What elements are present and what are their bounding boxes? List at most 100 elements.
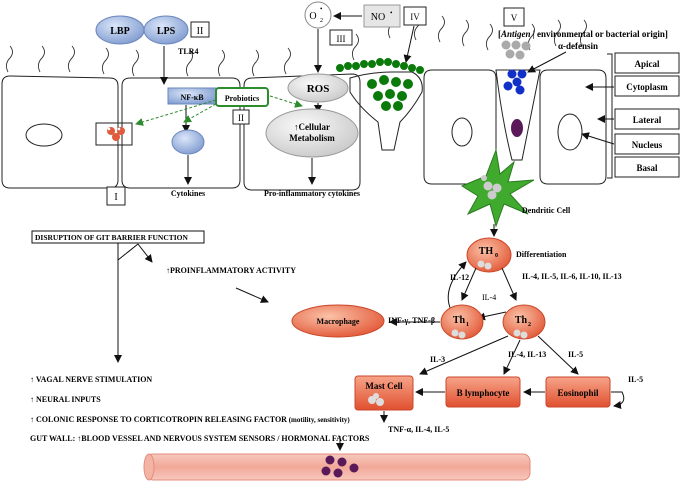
ros-label: ROS [307,83,330,95]
antigen-label: [Antigen | environmental or bacterial or… [498,29,668,39]
box-ii-mid [232,109,250,125]
epithelial-cell-2 [121,77,241,189]
nfkb-nucleus [171,129,205,155]
nitric-oxide-radical: • [390,9,393,17]
lbp-label: LBP [110,26,129,37]
th0-subscript: 0 [495,253,498,259]
blood-cell [321,466,331,476]
gut-wall-label: GUT WALL: ↑BLOOD VESSEL AND NERVOUS SYST… [30,434,370,443]
box-iii [329,29,353,46]
cellular-metabolism-line1: ↑Cellular [294,122,330,132]
nfkb-label: NF-κB [180,93,204,102]
region-label-cytoplasm: Cytoplasm [626,82,668,92]
th2-label: Th [515,315,528,326]
cytokines-label: Cytokines [171,189,205,198]
blood-vessel [143,453,531,481]
inf-tnf-label: INF-γ, TNF-β [388,316,435,325]
dendritic-cell-label: Dendritic Cell [522,206,571,215]
macrophage-label: Macrophage [317,317,360,326]
paneth-cell [495,69,541,161]
tlr4-pathway: LBP LPS II TLR4 NF-κB Cytokines Probioti… [95,15,303,206]
il5-loop-label: IL-5 [628,375,643,384]
nitric-oxide-label: NO [371,12,385,23]
th1-label: Th [453,315,466,326]
epithelial-cell-4 [423,69,497,185]
pro-inflammatory-cytokines-label: Pro-inflammatory cytokines [264,189,360,198]
region-label-apical: Apical [634,59,660,69]
region-label-lateral: Lateral [633,115,662,125]
region-label-nucleus: Nucleus [632,140,663,150]
box-iii-label: III [337,34,346,44]
mast-output-label: TNF-α, IL-4, IL-5 [388,425,449,434]
probiotic-particle [112,133,120,141]
alpha-defensin-label: α-defensin [558,41,598,51]
box-ii-top-label: II [197,26,204,37]
box-ii-top [190,21,210,38]
il-list-label: IL-4, IL-5, IL-6, IL-10, IL-13 [522,272,622,281]
blood-cell [333,468,343,478]
alpha-defensin-granules [503,69,527,95]
blood-cell [325,455,335,465]
tight-junction-box [95,122,133,146]
region-box-basal [614,156,680,178]
macrophage-cell [291,304,385,338]
box-v-label: V [511,13,518,23]
box-iv-label: IV [410,12,420,22]
epithelial-cell-1 [1,75,119,189]
il5-right-label: IL-5 [568,350,583,359]
superoxide-subscript: 2 [320,18,323,24]
il3-label: IL-3 [430,355,445,364]
box-i-label: I [114,192,117,203]
goblet-cell [349,71,423,151]
cellular-metabolism-line2: Metabolism [289,133,335,143]
epithelium-layer [1,11,607,191]
ros-pathway: O 2 • NO • III ROS ↑Cellular Metabolism … [264,1,401,198]
epithelial-cell-6 [539,69,607,185]
probiotics-box [215,87,269,107]
epithelial-nucleus-1 [25,123,63,147]
th2-subscript: 2 [528,322,531,328]
superoxide-label: O [309,11,316,22]
region-box-apical [614,52,680,74]
eosinophil-label: Eosinophil [557,388,599,398]
epithelial-nucleus-4 [451,117,473,147]
superoxide-circle [304,1,332,29]
colonic-label: ↑ COLONIC RESPONSE TO CORTICOTROPIN RELE… [30,415,350,424]
region-box-lateral [614,108,680,130]
lps-receptor [143,15,189,45]
region-bracket [607,53,613,179]
differentiation-label: Differentiation [516,250,567,259]
il12-label: IL-12 [450,273,469,282]
immune-cascade: TH 0 Differentiation IL-4, IL-5, IL-6, I… [291,237,643,434]
blood-cell [337,457,347,467]
dendritic-cell: Dendritic Cell [460,148,571,237]
box-ii-mid-label: II [238,113,244,123]
ros-node [287,73,349,103]
region-box-cytoplasm [614,75,680,97]
paneth-nucleus [511,119,523,137]
b-lymphocyte-label: B lymphocyte [457,388,510,398]
box-i [106,186,126,206]
proinflammatory-label: ↑PROINFLAMMATORY ACTIVITY [166,266,296,275]
epithelial-cell-3 [243,73,361,191]
nitric-oxide-box [363,4,401,28]
region-box-nucleus [614,133,680,155]
blood-cell [349,463,359,473]
microvilli [5,11,587,77]
disruption-label: DISRUPTION OF GIT BARRIER FUNCTION [35,233,189,242]
th2-cell [502,304,546,340]
mast-cell-label: Mast Cell [365,381,403,391]
box-v [503,7,525,27]
b-lymphocyte-box [445,376,521,408]
mucus-granules: IV [336,6,427,111]
eosinophil-box [545,376,611,408]
il4-il13-label: IL-4, IL-13 [508,350,546,359]
antigen-section: V [Antigen | environmental or bacterial … [498,7,668,137]
neural-label: ↑ NEURAL INPUTS [30,395,101,404]
vagal-label: ↑ VAGAL NERVE STIMULATION [30,375,152,384]
box-iv [403,6,427,26]
probiotics-label: Probiotics [225,94,260,103]
cell-region-labels: Apical Cytoplasm Lateral Nucleus Basal [581,52,680,179]
cellular-metabolism-node [265,108,359,158]
